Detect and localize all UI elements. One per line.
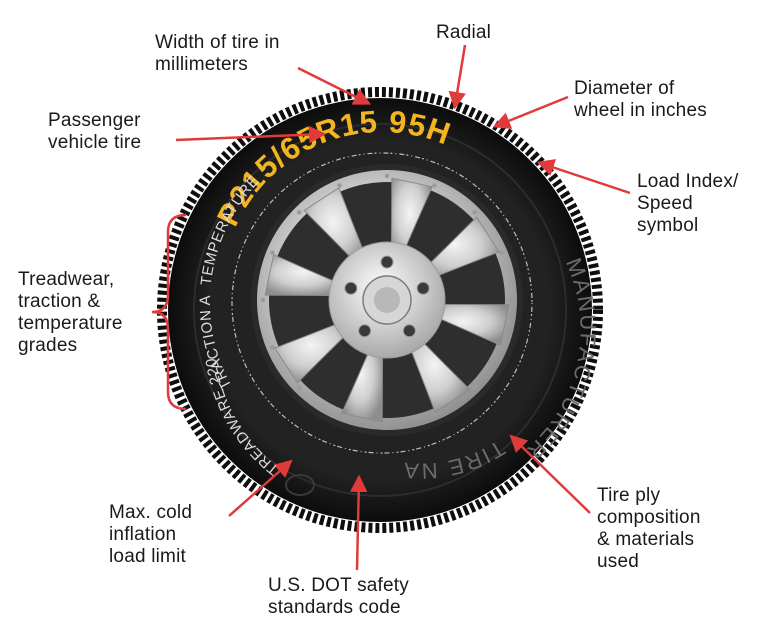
arrow-dot xyxy=(349,474,368,571)
rim-bolt xyxy=(270,250,275,255)
leader-arrows xyxy=(151,44,631,571)
label-max-cold-line: inflation xyxy=(109,524,177,545)
rim-bolt xyxy=(499,250,504,255)
arrow-width xyxy=(297,66,372,105)
arrow-max-cold xyxy=(228,459,293,517)
label-width-line: Width of tire in xyxy=(155,32,280,53)
label-dot-line: standards code xyxy=(268,597,401,618)
label-ply-line: & materials xyxy=(597,529,695,550)
arrow-ply xyxy=(509,434,591,514)
arrow-diameter xyxy=(492,95,569,129)
rim-bolt xyxy=(270,345,275,350)
label-grades-line: temperature xyxy=(18,313,123,334)
label-ply-line: used xyxy=(597,551,640,572)
tire-tread xyxy=(157,87,603,533)
label-grades-line: Treadwear, xyxy=(18,269,115,290)
label-load-index-line: Speed xyxy=(637,193,693,214)
label-ply-line: Tire ply xyxy=(597,485,661,506)
rim-bolt xyxy=(297,210,302,215)
rim-bolt xyxy=(384,173,390,179)
label-diameter-line: wheel in inches xyxy=(574,100,707,121)
arrow-radial xyxy=(448,44,467,110)
rim-bolt xyxy=(432,412,437,417)
label-ply-line: composition xyxy=(597,507,701,528)
label-passenger-line: Passenger xyxy=(48,110,141,131)
arrow-passenger xyxy=(175,125,327,144)
label-max-cold-line: load limit xyxy=(109,546,186,567)
rim-bolt xyxy=(499,345,504,350)
label-width-line: millimeters xyxy=(155,54,248,75)
label-radial: Radial xyxy=(436,22,491,44)
sidewall-micro-text xyxy=(231,152,533,454)
wheel-rim xyxy=(251,164,523,436)
label-radial-line: Radial xyxy=(436,22,492,43)
rim-bolt xyxy=(472,385,477,390)
lug-nut xyxy=(416,281,430,295)
rim-bolt xyxy=(384,421,390,427)
rim-bolt xyxy=(508,297,514,303)
rim-bolt xyxy=(337,183,342,188)
label-grades-line: grades xyxy=(18,335,78,356)
lug-nut xyxy=(344,281,358,295)
lug-nut xyxy=(402,324,416,338)
tire-sidewall-ring xyxy=(193,123,567,497)
label-grades-line: traction & xyxy=(18,291,101,312)
label-max-cold-line: Max. cold xyxy=(109,502,193,523)
label-passenger-line: vehicle tire xyxy=(48,132,142,153)
grades-bracket xyxy=(151,213,187,411)
rim-bolt xyxy=(297,385,302,390)
arrow-load-index xyxy=(536,159,631,195)
rim-bolt xyxy=(432,183,437,188)
label-load-index-line: Load Index/ xyxy=(637,171,739,192)
rim-bolt xyxy=(260,297,266,303)
lug-nut xyxy=(358,324,372,338)
lug-nut xyxy=(380,255,394,269)
rim-bolt xyxy=(472,210,477,215)
rim-bolt xyxy=(337,412,342,417)
label-load-index-line: symbol xyxy=(637,215,699,236)
label-diameter-line: Diameter of xyxy=(574,78,675,99)
label-dot-line: U.S. DOT safety xyxy=(268,575,409,596)
sidewall-emblem xyxy=(285,474,315,496)
